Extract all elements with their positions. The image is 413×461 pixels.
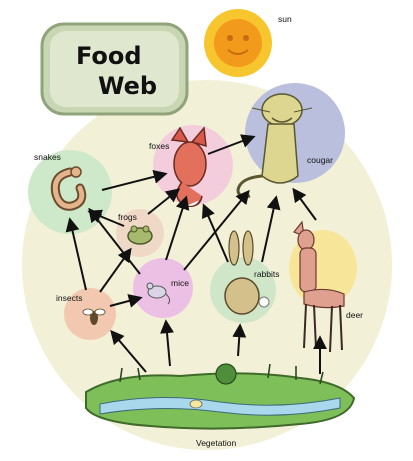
- cougar-icon: [236, 93, 313, 198]
- arrow-deer-cougar: [292, 187, 317, 221]
- arrow-mice-foxes: [165, 195, 190, 261]
- label-cougar: cougar: [307, 155, 333, 165]
- arrow-mice-snakes: [88, 207, 141, 275]
- title-box: Food Web: [40, 22, 189, 116]
- sun-icon: [204, 9, 272, 77]
- arrows: [65, 134, 327, 374]
- frog-icon: [127, 225, 153, 245]
- label-snakes: snakes: [34, 152, 61, 162]
- arrow-frogs-foxes: [147, 188, 181, 215]
- label-foxes: foxes: [149, 141, 169, 151]
- arrow-snakes-foxes: [101, 169, 168, 191]
- arrow-rabbits-foxes: [201, 203, 229, 263]
- vegetation-ground: [85, 363, 356, 430]
- arrow-foxes-cougar: [207, 134, 256, 155]
- label-frogs: frogs: [118, 212, 137, 222]
- arrow-mice-cougar: [183, 189, 250, 271]
- mouse-icon: [146, 282, 171, 305]
- rabbit-icon: [224, 230, 270, 315]
- label-mice: mice: [171, 278, 189, 288]
- label-vegetation: Vegetation: [196, 438, 236, 448]
- arrow-insects-frogs: [99, 247, 132, 293]
- fox-icon: [170, 126, 207, 208]
- label-insects: insects: [56, 293, 82, 303]
- title-web: Web: [98, 72, 157, 100]
- arrow-veg-rabbits: [232, 323, 247, 357]
- arrow-rabbits-cougar: [261, 195, 281, 263]
- snake-icon: [50, 166, 87, 211]
- label-sun: sun: [278, 14, 292, 24]
- arrow-veg-insects: [110, 329, 147, 373]
- insect-icon: [82, 308, 106, 325]
- deer-icon: [293, 220, 345, 353]
- arrow-insects-mice: [109, 294, 143, 308]
- title-food: Food: [76, 42, 142, 70]
- arrow-insects-snakes: [65, 217, 87, 291]
- label-rabbits: rabbits: [254, 269, 280, 279]
- label-deer: deer: [346, 310, 363, 320]
- arrow-veg-mice: [160, 319, 174, 367]
